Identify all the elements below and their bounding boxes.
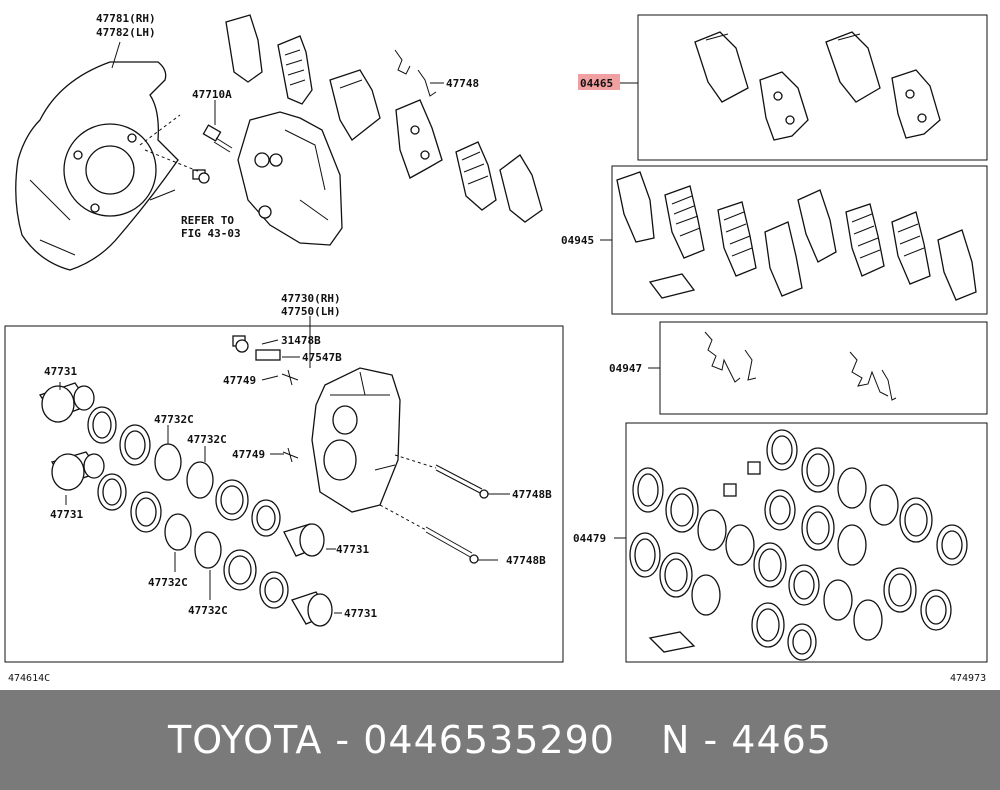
footer-banner: TOYOTA - 0446535290 N - 4465 bbox=[0, 690, 1000, 790]
label-47731-c: 47731 bbox=[336, 543, 369, 556]
parts-diagram: 47781(RH) 47782(LH) 47710A 47748 REFER T… bbox=[4, 12, 988, 684]
label-04947: 04947 bbox=[609, 362, 642, 375]
top-shim-2 bbox=[499, 154, 543, 223]
anti-rattle-spring-top bbox=[394, 49, 437, 97]
label-47732C-d: 47732C bbox=[188, 604, 228, 617]
pad-set-04465 bbox=[694, 31, 941, 141]
label-47732C-a: 47732C bbox=[154, 413, 194, 426]
seals-row-2 bbox=[97, 473, 222, 569]
label-code-left: 474614C bbox=[8, 673, 50, 684]
label-47731-d: 47731 bbox=[344, 607, 377, 620]
footer-reference: N - 4465 bbox=[660, 718, 832, 762]
label-47749-lower: 47749 bbox=[232, 448, 265, 461]
piston-small-2 bbox=[291, 591, 333, 627]
label-04945: 04945 bbox=[561, 234, 594, 247]
label-47732C-c: 47732C bbox=[148, 576, 188, 589]
box-04947 bbox=[659, 321, 988, 415]
box-caliper bbox=[4, 325, 564, 663]
top-pad-3 bbox=[395, 99, 443, 179]
piston-upper bbox=[38, 382, 95, 423]
bleeder-47547B bbox=[255, 349, 281, 361]
label-04479: 04479 bbox=[573, 532, 606, 545]
pin-47748B-lower bbox=[425, 526, 479, 564]
label-47750: 47750(LH) bbox=[281, 305, 341, 318]
label-47749-upper: 47749 bbox=[223, 374, 256, 387]
label-47547B: 47547B bbox=[302, 351, 342, 364]
box-04479 bbox=[625, 422, 988, 663]
top-pad-4 bbox=[455, 141, 497, 211]
label-47781: 47781(RH) bbox=[96, 12, 156, 25]
label-04465: 04465 bbox=[580, 77, 613, 90]
label-47732C-b: 47732C bbox=[187, 433, 227, 446]
dust-shield-part bbox=[15, 61, 179, 271]
label-47782: 47782(LH) bbox=[96, 26, 156, 39]
label-47710A: 47710A bbox=[192, 88, 232, 101]
footer-brand-part-number: TOYOTA - 0446535290 bbox=[168, 718, 615, 762]
label-47748B-a: 47748B bbox=[512, 488, 552, 501]
top-shim-1 bbox=[225, 14, 263, 83]
bleeder-31478B bbox=[232, 335, 249, 353]
highlight-04465 bbox=[578, 74, 620, 90]
label-47748B-b: 47748B bbox=[506, 554, 546, 567]
label-code-right: 474973 bbox=[950, 673, 986, 684]
bolt-47710A bbox=[202, 124, 233, 153]
seals-row-1 bbox=[87, 406, 214, 499]
seal-kit-04479 bbox=[629, 429, 968, 661]
label-47731-b: 47731 bbox=[50, 508, 83, 521]
label-47748: 47748 bbox=[446, 77, 479, 90]
caliper-body bbox=[311, 367, 401, 513]
bolt-lower bbox=[192, 169, 210, 184]
pin-47748B-upper bbox=[435, 464, 489, 499]
box-04465 bbox=[637, 14, 988, 161]
piston-small-1 bbox=[283, 523, 325, 557]
spring-set-04947 bbox=[704, 331, 897, 401]
top-pad-1 bbox=[277, 35, 313, 105]
shim-set-04945 bbox=[616, 171, 977, 301]
label-31478B: 31478B bbox=[281, 334, 321, 347]
label-fig: FIG 43-03 bbox=[181, 227, 241, 240]
piston-lower bbox=[50, 451, 105, 491]
label-47731-a: 47731 bbox=[44, 365, 77, 378]
caliper-bracket bbox=[237, 111, 343, 246]
seals-row-3 bbox=[215, 479, 289, 609]
label-refer-to: REFER TO bbox=[181, 214, 234, 227]
top-pad-2 bbox=[329, 69, 381, 141]
label-47730: 47730(RH) bbox=[281, 292, 341, 305]
